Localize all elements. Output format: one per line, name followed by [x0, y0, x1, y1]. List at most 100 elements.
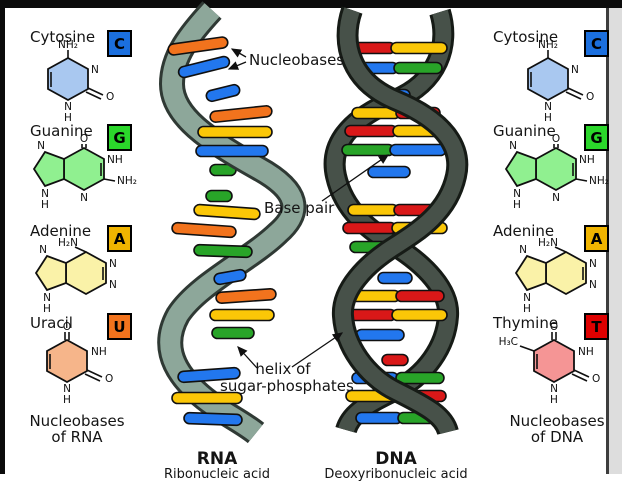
- nucleobase-symbol-a-left: A: [107, 225, 132, 252]
- rna-bases-caption: Nucleobases of RNA: [8, 413, 146, 445]
- atom-label: N: [509, 140, 517, 152]
- dna-rung-segment: [341, 41, 396, 55]
- nucleobase-symbol-g-right: G: [584, 124, 609, 151]
- rna-bar: [205, 189, 233, 203]
- dna-rung-segment: [347, 203, 399, 217]
- atom-label: NH: [91, 346, 107, 358]
- guanine-label-left: Guanine: [30, 122, 93, 140]
- atom-label: N: [589, 258, 597, 270]
- atom-label: H₂N: [58, 237, 78, 249]
- base-pair-annotation: Base pair: [264, 199, 335, 217]
- dna-rung-segment: [351, 106, 401, 120]
- atom-label: O: [63, 321, 71, 333]
- atom-label: H: [523, 303, 531, 315]
- rna-bar: [209, 105, 273, 123]
- dna-subtitle: Deoxyribonucleic acid: [324, 467, 468, 482]
- rna-bar: [183, 411, 243, 427]
- frame-right-margin: [609, 8, 622, 474]
- dna-rung-segment: [355, 411, 403, 425]
- atom-label: NH₂: [589, 175, 609, 187]
- rna-bar: [209, 163, 237, 177]
- dna-rung-segment: [344, 124, 398, 138]
- atom-label: NH: [578, 346, 594, 358]
- atom-label: O: [552, 133, 560, 145]
- atom-label: NH: [107, 154, 123, 166]
- dna-rung-segment: [377, 271, 413, 285]
- nucleobase-symbol-t: T: [584, 313, 609, 340]
- rna-subtitle: Ribonucleic acid: [164, 467, 270, 482]
- dna-rung-segment: [355, 328, 405, 342]
- dna-rung-segment: [381, 353, 409, 367]
- atom-label: O: [586, 91, 594, 103]
- guanine-label-right: Guanine: [493, 122, 556, 140]
- atom-label: N: [552, 192, 560, 204]
- atom-label: O: [550, 321, 558, 333]
- atom-label: N: [519, 244, 527, 256]
- annotation-line: sugar-phosphates: [220, 377, 354, 395]
- atom-label: H: [513, 199, 521, 211]
- sugar-phosphate-annotation: helix of sugar-phosphates: [220, 360, 354, 395]
- atom-label: N: [544, 101, 552, 113]
- rna-bar: [209, 308, 275, 322]
- atom-label: H: [63, 394, 71, 406]
- rna-bar: [197, 125, 273, 139]
- nucleobases-annotation: Nucleobases: [249, 51, 345, 69]
- caption-line: Nucleobases: [509, 412, 605, 430]
- cytosine-structure-left: NH₂ N O N H: [47, 39, 114, 124]
- thymine-label: Thymine: [493, 314, 559, 332]
- rna-bar: [171, 221, 237, 239]
- rna-bar: [213, 268, 247, 286]
- atom-label: N: [109, 279, 117, 291]
- dna-rung-segment: [367, 165, 411, 179]
- nucleobases-arrow: [227, 61, 247, 70]
- rna-bar: [195, 144, 269, 158]
- cytosine-label-left: Cytosine: [30, 28, 96, 46]
- caption-line: of DNA: [530, 428, 584, 446]
- atom-label: N: [63, 383, 71, 395]
- adenine-structure-right: H₂N N N N N H: [514, 237, 597, 315]
- cytosine-label-right: Cytosine: [493, 28, 559, 46]
- rna-bar: [205, 83, 241, 103]
- rna-bar: [167, 36, 229, 56]
- rna-bar: [193, 203, 261, 221]
- atom-label: O: [592, 373, 600, 385]
- atom-label: N: [550, 383, 558, 395]
- atom-label: H: [550, 394, 558, 406]
- dna-rung-segment: [391, 221, 448, 235]
- thymine-structure: O NH O N H H₃C: [499, 321, 601, 406]
- atom-label: N: [37, 140, 45, 152]
- nucleobase-symbol-c-right: C: [584, 30, 609, 57]
- atom-label: O: [105, 373, 113, 385]
- uracil-structure-left: O NH O N H: [46, 321, 113, 406]
- atom-label: NH: [579, 154, 595, 166]
- dna-helix: [323, 6, 469, 436]
- guanine-structure-left: O NH NH₂ N N N H: [32, 133, 137, 211]
- atom-label: NH₂: [58, 39, 78, 51]
- rna-bar: [193, 243, 253, 259]
- dna-rung-segment: [351, 371, 399, 385]
- atom-label: NH₂: [538, 39, 558, 51]
- guanine-structure-right: O NH NH₂ N N N H: [504, 133, 609, 211]
- atom-label: H: [43, 303, 51, 315]
- dna-rung-segment: [351, 61, 399, 75]
- dna-rung-segment: [389, 143, 447, 157]
- atom-label: H₂N: [538, 237, 558, 249]
- atom-label: N: [41, 188, 49, 200]
- adenine-structure-left: H₂N N N N N H: [34, 237, 117, 315]
- nucleobase-symbol-c-left: C: [107, 30, 132, 57]
- dna-rung-segment: [397, 411, 445, 425]
- dna-bases-caption: Nucleobases of DNA: [487, 413, 622, 445]
- atom-label: N: [589, 279, 597, 291]
- dna-rung-segment: [393, 61, 443, 75]
- atom-label: NH₂: [117, 175, 137, 187]
- adenine-label-left: Adenine: [30, 222, 92, 240]
- nucleobases-arrow: [230, 48, 247, 58]
- rna-bar: [211, 326, 255, 340]
- annotation-line: helix of: [255, 360, 311, 378]
- atom-label: N: [513, 188, 521, 200]
- base-pair-arrow: [321, 154, 390, 202]
- dna-title: DNA: [375, 449, 417, 469]
- nucleobase-symbol-u-left: U: [107, 313, 132, 340]
- dna-rung-segment: [343, 308, 397, 322]
- atom-label: N: [64, 101, 72, 113]
